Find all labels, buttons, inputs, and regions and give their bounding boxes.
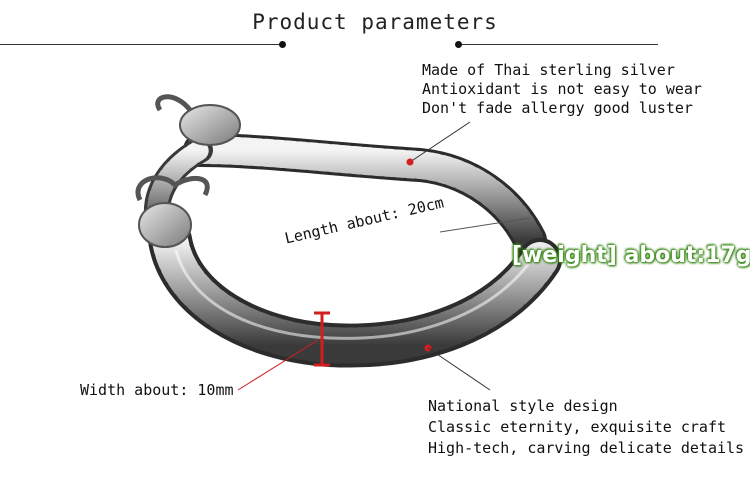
title-rule-left [0, 44, 283, 45]
material-line-1: Made of Thai sterling silver [422, 61, 675, 79]
weight-label: [weight] about:17g [512, 243, 750, 268]
material-note: Made of Thai sterling silver Antioxidant… [422, 61, 702, 118]
page-title: Product parameters [252, 10, 498, 34]
title-dot-left [279, 41, 286, 48]
width-leader-line [237, 339, 319, 391]
chain-highlight [174, 249, 532, 340]
clasp-tag [138, 202, 192, 248]
length-leader-line [439, 217, 531, 233]
material-leader-line [409, 121, 471, 163]
title-dot-right [455, 41, 462, 48]
material-line-2: Antioxidant is not easy to wear [422, 80, 702, 98]
width-label: Width about: 10mm [80, 381, 234, 399]
chain-back-links [186, 136, 544, 254]
design-note: National style design Classic eternity, … [428, 396, 744, 459]
material-point [406, 158, 414, 166]
design-line-3: High-tech, carving delicate details [428, 439, 745, 457]
design-leader-line [427, 347, 491, 391]
clasp-hook-wire [155, 94, 192, 112]
chain-front-links [152, 222, 558, 364]
clasp-hook [179, 104, 241, 146]
material-line-3: Don't fade allergy good luster [422, 99, 693, 117]
design-line-2: Classic eternity, exquisite craft [428, 418, 727, 436]
title-rule-right [460, 44, 658, 45]
design-line-1: National style design [428, 397, 618, 415]
clasp-ring [135, 175, 210, 202]
